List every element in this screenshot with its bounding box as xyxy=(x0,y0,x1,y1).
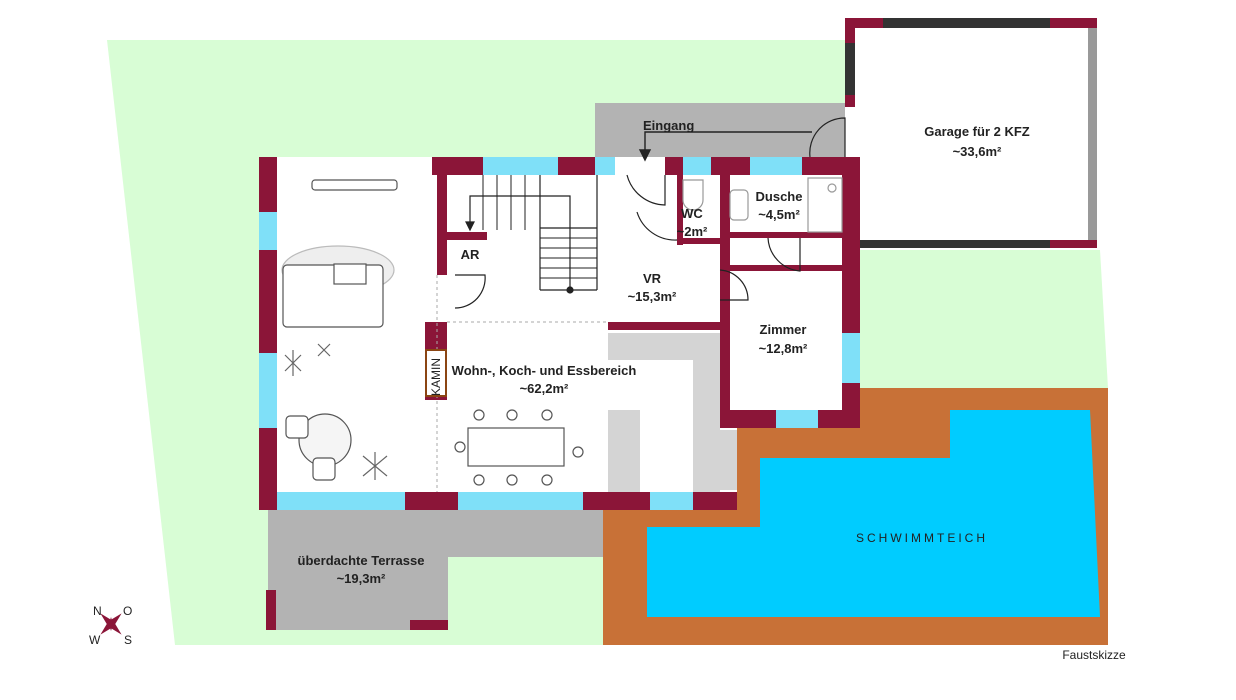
wc-area: ~2m² xyxy=(677,224,708,239)
entrance-arrow-icon xyxy=(638,131,812,162)
fireplace-label: KAMIN xyxy=(429,358,443,396)
bath-fixtures xyxy=(682,177,843,233)
garage-area: ~33,6m² xyxy=(953,144,1002,159)
compass-east: O xyxy=(123,604,132,618)
staircase xyxy=(465,175,598,294)
compass-south: S xyxy=(124,633,132,647)
windows[interactable] xyxy=(259,157,860,510)
footer-note: Faustskizze xyxy=(1062,648,1126,662)
compass-icon: N O S W xyxy=(89,604,132,647)
entrance-label: Eingang xyxy=(643,118,694,133)
terrace-area: ~19,3m² xyxy=(337,571,386,586)
storage-name: AR xyxy=(461,247,480,262)
garage xyxy=(809,18,1097,248)
swimming-pond xyxy=(603,388,1108,645)
pond-label: SCHWIMMTEICH xyxy=(856,531,988,545)
room-name: Zimmer xyxy=(760,322,807,337)
fireplace xyxy=(425,349,447,397)
kitchen xyxy=(608,333,737,493)
terrace xyxy=(266,510,605,630)
garage-name: Garage für 2 KFZ xyxy=(924,124,1030,139)
living-area: ~62,2m² xyxy=(520,381,569,396)
compass-north: N xyxy=(93,604,102,618)
room-area: ~12,8m² xyxy=(759,341,808,356)
shower-area: ~4,5m² xyxy=(758,207,800,222)
doors[interactable] xyxy=(454,174,801,309)
compass-west: W xyxy=(89,633,101,647)
terrace-name: überdachte Terrasse xyxy=(298,553,425,568)
wc-name: WC xyxy=(681,206,703,221)
shower-name: Dusche xyxy=(756,189,803,204)
hall-name: VR xyxy=(643,271,662,286)
entrance-paving xyxy=(595,103,845,158)
furniture xyxy=(281,179,584,486)
hall-area: ~15,3m² xyxy=(628,289,677,304)
living-name: Wohn-, Koch- und Essbereich xyxy=(452,363,637,378)
